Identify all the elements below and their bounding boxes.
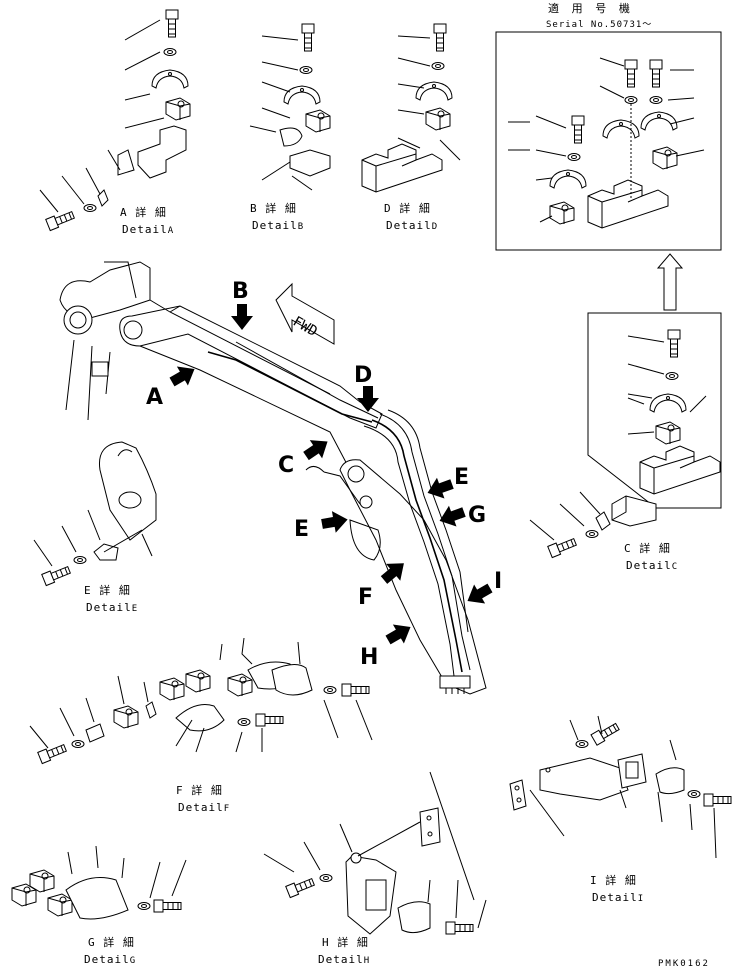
callout-d: D bbox=[354, 363, 372, 388]
detail-a-parts bbox=[39, 9, 191, 232]
callout-b: B bbox=[232, 279, 249, 304]
callout-e-right: E bbox=[454, 465, 469, 490]
detail-f-parts bbox=[29, 637, 373, 765]
detail-b-label: DetailB bbox=[252, 219, 304, 232]
callout-i: I bbox=[494, 569, 502, 594]
upgrade-arrow-icon bbox=[656, 253, 684, 311]
detail-b-parts bbox=[249, 23, 331, 191]
serial-variant-assembly bbox=[508, 57, 705, 229]
detail-g-label: DetailG bbox=[84, 953, 136, 966]
boom-assembly bbox=[59, 261, 487, 695]
drawing-code: PMK0162 bbox=[658, 959, 710, 969]
callout-e-left: E bbox=[294, 517, 309, 542]
callout-a: A bbox=[146, 385, 163, 410]
serial-number: Serial No.50731～ bbox=[546, 20, 652, 30]
detail-c-caption: C 詳 細 bbox=[624, 541, 671, 555]
detail-e-parts bbox=[33, 441, 157, 587]
detail-a-caption: A 詳 細 bbox=[120, 205, 167, 219]
detail-f-caption: F 詳 細 bbox=[176, 783, 223, 797]
detail-i-label: DetailI bbox=[592, 891, 644, 904]
callout-c: C bbox=[278, 453, 294, 478]
callout-h: H bbox=[360, 645, 378, 670]
serial-variant-box bbox=[495, 31, 722, 251]
detail-d-caption: D 詳 細 bbox=[384, 201, 431, 215]
detail-h-label: DetailH bbox=[318, 953, 370, 966]
detail-c-zoom-box bbox=[587, 312, 722, 509]
callout-g: G bbox=[468, 503, 486, 528]
detail-c-label: DetailC bbox=[626, 559, 678, 572]
fwd-arrow-icon: FWD bbox=[275, 282, 335, 345]
detail-g-caption: G 詳 細 bbox=[88, 935, 135, 949]
callout-f: F bbox=[358, 585, 373, 610]
detail-i-caption: I 詳 細 bbox=[590, 873, 637, 887]
detail-c-parts bbox=[529, 491, 657, 559]
detail-c-upper-assembly bbox=[627, 329, 721, 495]
detail-e-caption: E 詳 細 bbox=[84, 583, 131, 597]
callout-arrow-e-left bbox=[320, 508, 350, 535]
detail-d-label: DetailD bbox=[386, 219, 438, 232]
detail-d-parts bbox=[361, 23, 461, 193]
detail-i-parts bbox=[509, 715, 732, 859]
callout-arrow-a bbox=[166, 359, 201, 392]
callout-arrow-b bbox=[231, 304, 253, 330]
callout-arrow-c bbox=[299, 432, 334, 466]
applicability-title: 適 用 号 機 bbox=[548, 1, 633, 15]
detail-a-label: DetailA bbox=[122, 223, 174, 236]
detail-h-caption: H 詳 細 bbox=[322, 935, 369, 949]
detail-g-parts bbox=[11, 845, 187, 920]
detail-b-caption: B 詳 細 bbox=[250, 201, 297, 215]
detail-h-parts bbox=[263, 771, 487, 935]
detail-e-label: DetailE bbox=[86, 601, 138, 614]
callout-arrow-i bbox=[461, 578, 496, 611]
detail-f-label: DetailF bbox=[178, 801, 230, 814]
